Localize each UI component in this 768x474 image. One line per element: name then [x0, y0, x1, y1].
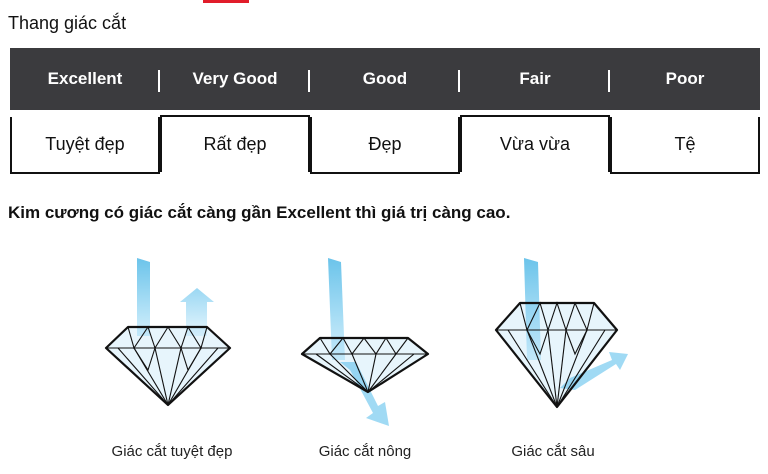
translation-steps: Tuyệt đẹp Rất đẹp Đẹp Vừa vừa Tệ: [10, 115, 760, 177]
diamond-illustrations: [104, 258, 628, 426]
page-title: Thang giác cắt: [8, 13, 127, 33]
grade-good: Good: [310, 48, 460, 110]
grade-excellent: Excellent: [10, 48, 160, 110]
ideal-cut-diamond: [104, 258, 232, 407]
translation-fair: Vừa vừa: [460, 115, 610, 172]
diamond-diagrams: Giác cắt tuyệt đẹp Giác cắt nông Giác cắ…: [0, 250, 768, 474]
translation-very-good: Rất đẹp: [160, 115, 310, 172]
grade-very-good: Very Good: [160, 48, 310, 110]
grade-fair: Fair: [460, 48, 610, 110]
caption-deep-cut: Giác cắt sâu: [511, 443, 595, 460]
translation-good: Đẹp: [310, 117, 460, 174]
caption-shallow-cut: Giác cắt nông: [318, 443, 412, 460]
red-accent-line: [203, 0, 249, 3]
grade-scale-bar: Excellent Very Good Good Fair Poor: [10, 48, 760, 110]
translation-excellent: Tuyệt đẹp: [10, 117, 160, 174]
caption-ideal-cut: Giác cắt tuyệt đẹp: [111, 443, 233, 460]
translation-poor: Tệ: [610, 117, 760, 174]
explanation-text: Kim cương có giác cắt càng gần Excellent…: [8, 203, 511, 222]
shallow-cut-diamond: [300, 258, 430, 426]
deep-cut-diamond: [494, 258, 628, 409]
grade-poor: Poor: [665, 69, 705, 88]
